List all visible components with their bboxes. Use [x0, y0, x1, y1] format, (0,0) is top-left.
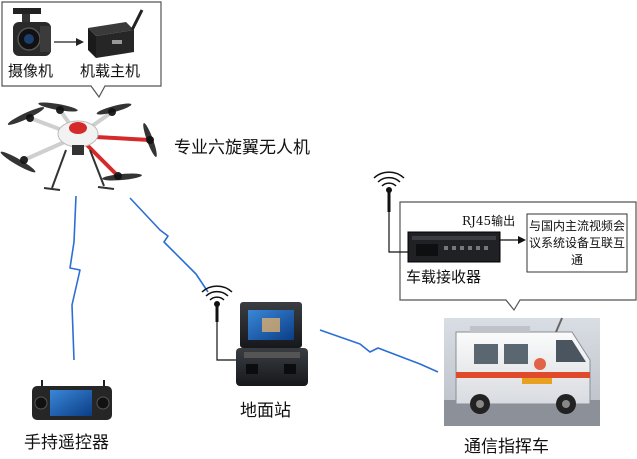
onboard-host-icon	[88, 9, 144, 58]
onboard-host-label: 机载主机	[80, 62, 141, 80]
receiver-label: 车载接收器	[406, 268, 482, 286]
interop-description: 与国内主流视频会议系统设备互联互通	[528, 219, 625, 267]
rj45-output-label: RJ45输出	[462, 214, 516, 228]
antenna-icon	[373, 171, 408, 253]
receiver-output-arrow	[500, 236, 526, 244]
ground-station-label: 地面站	[240, 401, 291, 421]
wireless-link-icon	[69, 195, 439, 373]
command-vehicle-label: 通信指挥车	[464, 437, 549, 457]
ground-station-case-icon	[236, 302, 308, 386]
command-vehicle-icon	[444, 317, 600, 426]
camera-label: 摄像机	[8, 62, 54, 80]
antenna-icon	[201, 285, 240, 361]
remote-controller-label: 手持遥控器	[24, 433, 109, 453]
drone-label: 专业六旋翼无人机	[174, 138, 310, 158]
remote-controller-icon	[32, 380, 112, 420]
receiver-rack-icon	[407, 231, 501, 263]
camera-to-host-arrow	[54, 38, 84, 46]
description-box	[526, 213, 628, 273]
hexacopter-drone-icon	[0, 102, 157, 191]
camera-icon	[13, 8, 51, 56]
